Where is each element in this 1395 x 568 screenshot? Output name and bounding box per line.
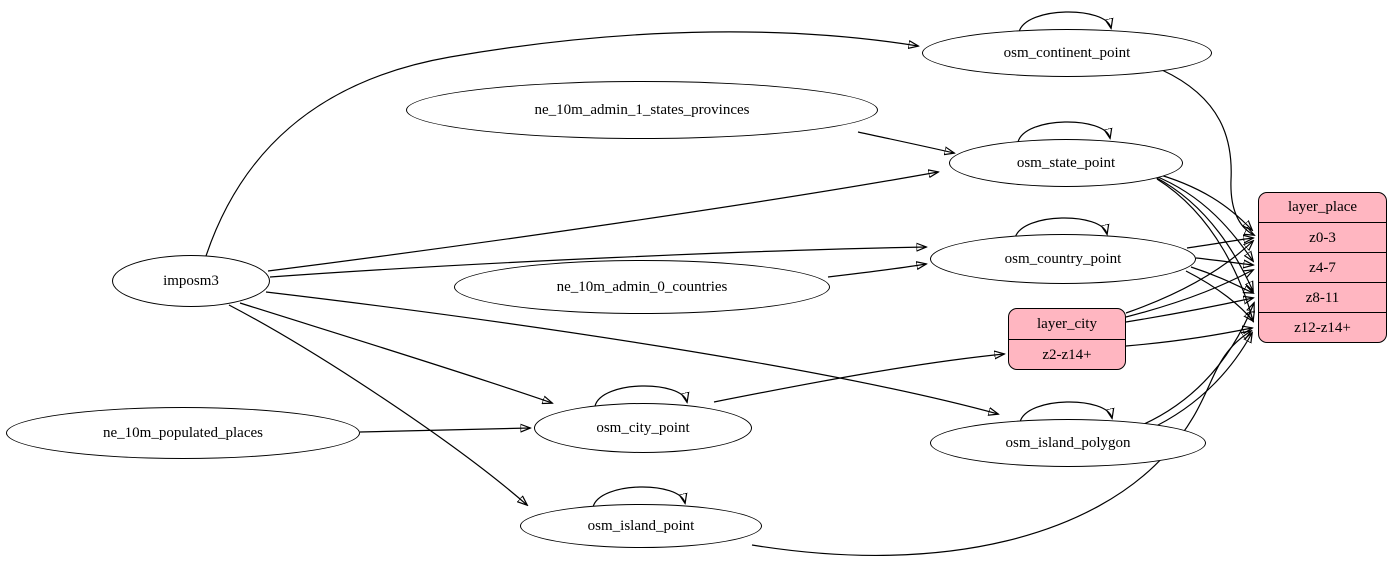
record-layer_city: layer_city z2-z14+ <box>1008 308 1126 370</box>
node-ne_10m_admin_0_countries: ne_10m_admin_0_countries <box>454 260 830 314</box>
edge-ne_10m_admin_1_states_provinces-osm_state_point <box>857 131 954 153</box>
edge-ne_10m_populated_places-osm_city_point <box>359 428 530 432</box>
node-label: osm_city_point <box>596 419 690 436</box>
self-loop-osm_state_point <box>1017 121 1110 143</box>
edge-osm_country_point-layer_place-z12-z14 <box>1185 270 1253 321</box>
self-loop-osm_island_polygon <box>1019 401 1112 423</box>
node-label: osm_continent_point <box>1003 44 1131 61</box>
edge-imposm3-osm_city_point <box>239 302 552 403</box>
edge-osm_country_point-layer_place-z8-11 <box>1190 266 1253 293</box>
node-osm_continent_point: osm_continent_point <box>922 29 1212 77</box>
record-row-z4-7: z4-7 <box>1259 252 1386 282</box>
node-osm_country_point: osm_country_point <box>930 234 1196 284</box>
edge-osm_city_point-layer_city-z2 <box>713 354 1004 403</box>
edge-ne_10m_admin_0_countries-osm_country_point <box>827 264 926 278</box>
node-label: ne_10m_populated_places <box>103 424 263 441</box>
edge-osm_island_point-layer_place-z12-z14 <box>751 331 1251 557</box>
record-row-z12-z14: z12-z14+ <box>1259 312 1386 342</box>
edge-layer_city-layer_place-z12-z14 <box>1125 328 1252 347</box>
record-title-layer_place: layer_place <box>1287 199 1358 215</box>
self-loop-osm_city_point <box>594 385 687 407</box>
edge-imposm3-osm_state_point <box>267 172 938 272</box>
record-title-layer_city: layer_city <box>1037 316 1097 332</box>
edge-layer_city-layer_place-z0-3 <box>1125 241 1253 314</box>
edge-imposm3-osm_continent_point <box>205 31 918 257</box>
edge-layer_city-layer_place-z4-7 <box>1125 270 1253 318</box>
edge-osm_island_polygon-layer_place-z12-z14 <box>1147 333 1252 431</box>
record-layer_place: layer_place z0-3 z4-7 z8-11 z12-z14+ <box>1258 192 1387 343</box>
edge-osm_state_point-layer_place-z0-3 <box>1149 171 1252 230</box>
edge-imposm3-osm_country_point <box>269 247 926 278</box>
node-osm_state_point: osm_state_point <box>949 139 1183 187</box>
node-label: ne_10m_admin_0_countries <box>556 278 728 295</box>
node-label: imposm3 <box>163 272 219 289</box>
node-ne_10m_populated_places: ne_10m_populated_places <box>6 407 360 459</box>
edge-osm_island_polygon-layer_place-z8-11 <box>1141 303 1254 426</box>
edge-osm_state_point-layer_place-z8-11 <box>1154 176 1253 291</box>
node-imposm3: imposm3 <box>112 255 270 307</box>
node-label: osm_country_point <box>1004 250 1122 267</box>
edge-osm_country_point-layer_place-z4-7 <box>1195 257 1253 265</box>
self-loop-osm_country_point <box>1014 217 1107 239</box>
node-osm_island_point: osm_island_point <box>520 504 762 548</box>
edge-osm_country_point-layer_place-z0-3 <box>1186 238 1253 249</box>
node-label: osm_state_point <box>1016 154 1116 171</box>
edge-osm_continent_point-layer_place-z0-3 <box>1161 69 1254 235</box>
edge-imposm3-osm_island_point <box>228 304 527 505</box>
edge-imposm3-osm_island_polygon <box>265 291 998 414</box>
node-osm_city_point: osm_city_point <box>534 403 752 453</box>
record-row-z0-3: z0-3 <box>1259 222 1386 252</box>
node-label: ne_10m_admin_1_states_provinces <box>534 101 750 118</box>
self-loop-osm_island_point <box>592 486 685 508</box>
record-row-z2-z14: z2-z14+ <box>1009 339 1125 369</box>
node-ne_10m_admin_1_states_provinces: ne_10m_admin_1_states_provinces <box>406 81 878 139</box>
edge-osm_state_point-layer_place-z4-7 <box>1152 174 1253 261</box>
edge-layer_city-layer_place-z8-11 <box>1125 298 1253 323</box>
node-osm_island_polygon: osm_island_polygon <box>930 419 1206 467</box>
node-label: osm_island_point <box>587 517 695 534</box>
record-row-z8-11: z8-11 <box>1259 282 1386 312</box>
self-loop-osm_continent_point <box>1018 11 1111 33</box>
node-label: osm_island_polygon <box>1005 434 1131 451</box>
